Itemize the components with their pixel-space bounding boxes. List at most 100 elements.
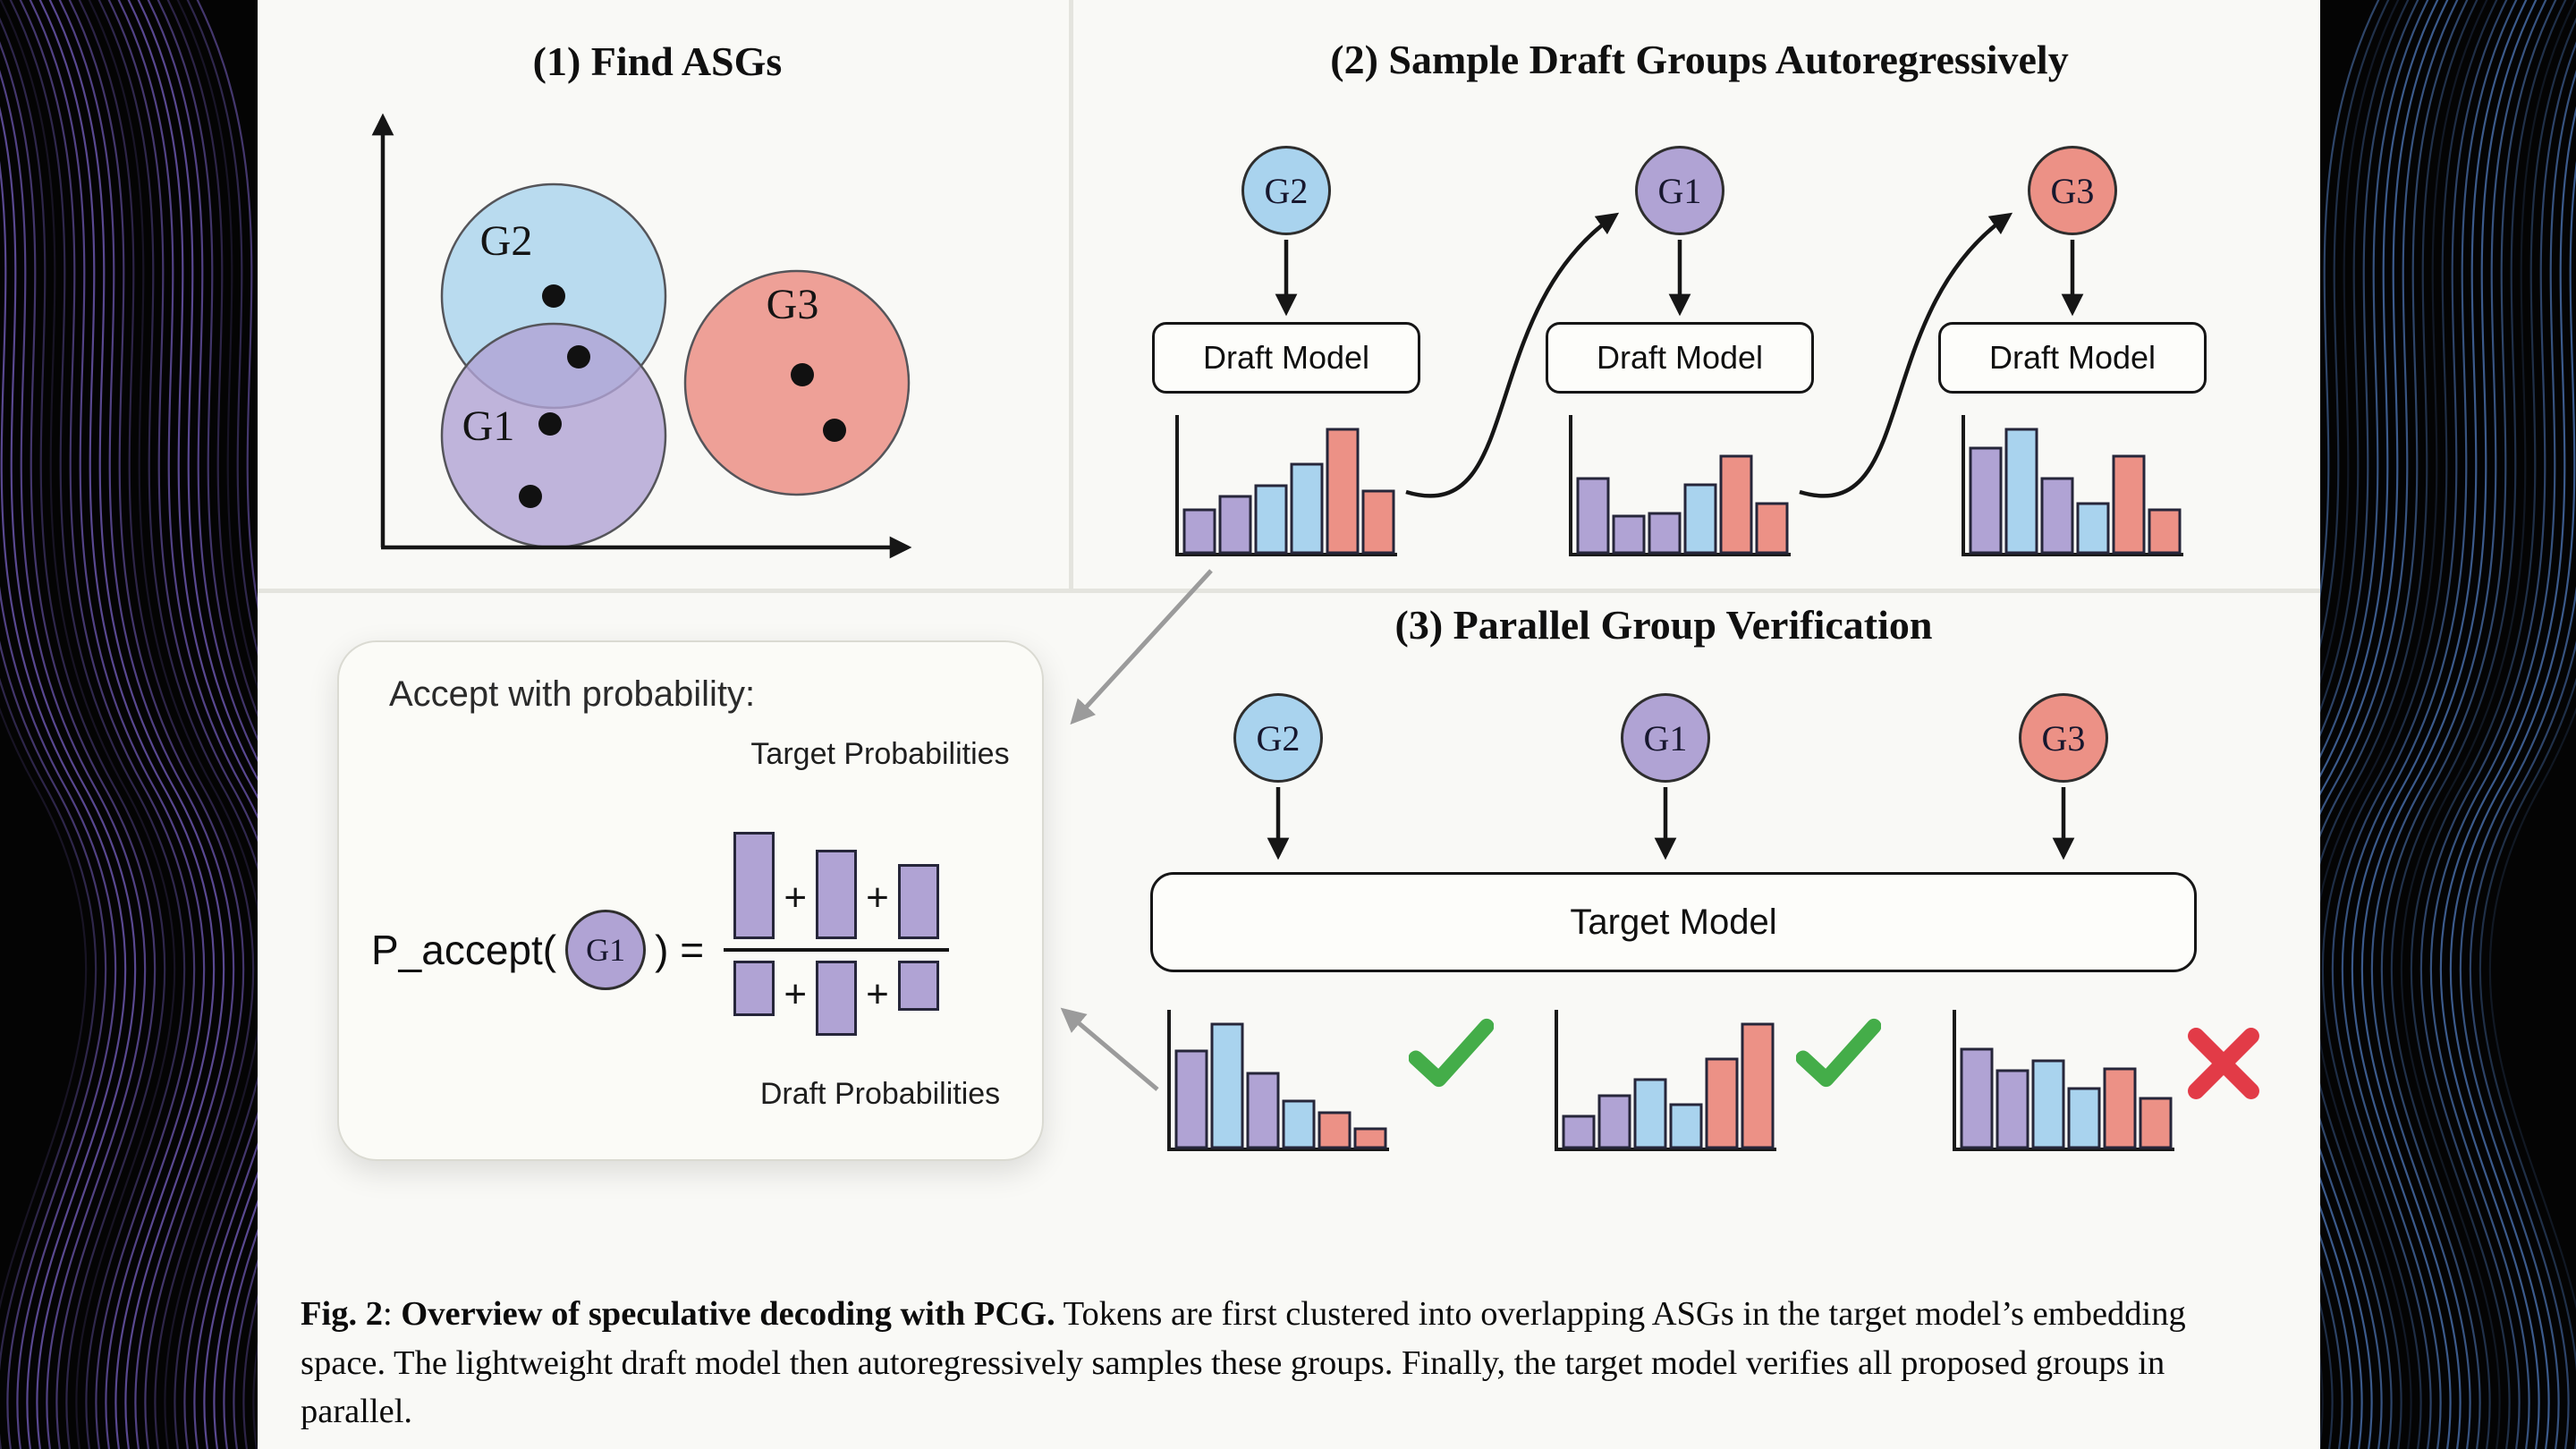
bar xyxy=(1705,1057,1739,1149)
bar xyxy=(1683,483,1717,555)
fraction-numerator: ++ xyxy=(733,832,939,939)
reject-cross-icon xyxy=(2188,1028,2259,1099)
bar xyxy=(1246,1072,1280,1149)
bar xyxy=(1755,502,1789,555)
figure-caption: Fig. 2: Overview of speculative decoding… xyxy=(301,1290,2268,1436)
bar xyxy=(1218,495,1252,555)
bar xyxy=(1182,508,1216,555)
group-node-label: G3 xyxy=(2050,170,2095,211)
group-node-g3-verify: G3 xyxy=(2019,693,2108,783)
bar xyxy=(1210,1022,1244,1149)
bar xyxy=(1318,1111,1352,1149)
group-node-label: G2 xyxy=(1256,717,1301,758)
group-node-label: G3 xyxy=(2041,717,2086,758)
bar xyxy=(1648,512,1682,555)
bar xyxy=(1996,1069,2029,1149)
draft-model-box-1: Draft Model xyxy=(1152,322,1420,394)
probability-bar xyxy=(816,961,858,1036)
bar xyxy=(1254,484,1288,555)
panel2-title: (2) Sample Draft Groups Autoregressively xyxy=(1330,37,2069,82)
bar xyxy=(1562,1114,1596,1149)
accept-check-icon xyxy=(1796,1018,1881,1088)
target-model-label: Target Model xyxy=(1570,902,1777,942)
probability-bar xyxy=(733,961,775,1016)
verify-distribution-chart-g1 xyxy=(1549,1006,1782,1160)
probability-fraction: ++ ++ xyxy=(724,832,950,1068)
draft-distribution-chart-g2 xyxy=(1170,411,1402,565)
draft-model-label: Draft Model xyxy=(1202,339,1370,376)
bar xyxy=(1633,1078,1667,1149)
cluster-label-g3: G3 xyxy=(767,281,819,328)
bar xyxy=(2067,1087,2101,1149)
decorative-waves-right xyxy=(2308,0,2576,1449)
bar xyxy=(1361,489,1395,555)
formula-suffix: ) = xyxy=(655,927,705,973)
decorative-waves-left xyxy=(0,0,268,1449)
bar xyxy=(1290,462,1324,555)
caption-title: Overview of speculative decoding with PC… xyxy=(401,1295,1055,1333)
probability-bar xyxy=(897,961,939,1011)
cluster-label-g1: G1 xyxy=(462,402,515,450)
bar xyxy=(2139,1097,2173,1149)
check-stroke xyxy=(1409,1018,1494,1088)
bar xyxy=(2040,477,2074,555)
draft-model-box-3: Draft Model xyxy=(1938,322,2207,394)
cluster-plot: G2 G1 G3 xyxy=(440,182,911,549)
formula-group-node-g1: G1 xyxy=(565,910,647,990)
bar xyxy=(2031,1059,2065,1149)
accept-formula: P_accept( G1 ) = ++ ++ xyxy=(371,832,950,1068)
caption-colon: : xyxy=(382,1295,402,1333)
bar xyxy=(1353,1127,1387,1149)
check-stroke xyxy=(1796,1018,1881,1088)
group-node-g2-draft: G2 xyxy=(1241,146,1331,235)
bar xyxy=(1282,1099,1316,1149)
group-node-label: G1 xyxy=(1643,717,1688,758)
cluster-label-g2: G2 xyxy=(480,217,533,265)
cross-strokes xyxy=(2188,1028,2259,1099)
bar xyxy=(1960,1047,1994,1149)
divider-vertical xyxy=(1069,0,1073,589)
draft-model-box-2: Draft Model xyxy=(1546,322,1814,394)
draft-model-label: Draft Model xyxy=(1596,339,1764,376)
bar xyxy=(2004,428,2038,555)
plus-sign: + xyxy=(784,876,808,919)
draft-model-label: Draft Model xyxy=(1988,339,2157,376)
bar xyxy=(1669,1103,1703,1149)
panel1-title: (1) Find ASGs xyxy=(532,38,783,84)
draft-probabilities-label: Draft Probabilities xyxy=(759,1077,1001,1111)
group-node-label: G1 xyxy=(586,932,626,968)
plus-sign: + xyxy=(784,972,808,1016)
fraction-denominator: ++ xyxy=(733,961,939,1036)
group-node-label: G2 xyxy=(1264,170,1309,211)
draft-distribution-chart-g3 xyxy=(1956,411,2189,565)
probability-bar xyxy=(897,864,939,939)
verify-distribution-chart-g2 xyxy=(1162,1006,1394,1160)
formula-prefix: P_accept( xyxy=(371,927,557,973)
draft-distribution-chart-g1 xyxy=(1563,411,1796,565)
bar xyxy=(2076,502,2110,555)
cluster-data-points xyxy=(519,284,846,508)
bar xyxy=(1969,446,2003,555)
group-node-g3-draft: G3 xyxy=(2028,146,2117,235)
group-node-g2-verify: G2 xyxy=(1233,693,1323,783)
group-node-label: G1 xyxy=(1657,170,1702,211)
divider-horizontal xyxy=(258,589,2320,593)
bar xyxy=(1597,1094,1631,1149)
accept-probability-card: Accept with probability: Target Probabil… xyxy=(337,640,1044,1161)
plus-sign: + xyxy=(866,972,889,1016)
target-probabilities-label: Target Probabilities xyxy=(750,737,1010,771)
probability-bar xyxy=(816,850,858,939)
group-node-g1-draft: G1 xyxy=(1635,146,1724,235)
probability-bar xyxy=(733,832,775,939)
bar xyxy=(1174,1049,1208,1149)
bar xyxy=(2103,1067,2137,1149)
bar xyxy=(1741,1022,1775,1149)
accept-check-icon xyxy=(1409,1018,1494,1088)
bar xyxy=(1612,514,1646,555)
verify-distribution-chart-g3 xyxy=(1947,1006,2180,1160)
fraction-line xyxy=(724,948,950,952)
group-node-g1-verify: G1 xyxy=(1621,693,1710,783)
accept-heading: Accept with probability: xyxy=(389,674,756,714)
caption-body: Tokens are first clustered into overlapp… xyxy=(301,1295,2186,1431)
